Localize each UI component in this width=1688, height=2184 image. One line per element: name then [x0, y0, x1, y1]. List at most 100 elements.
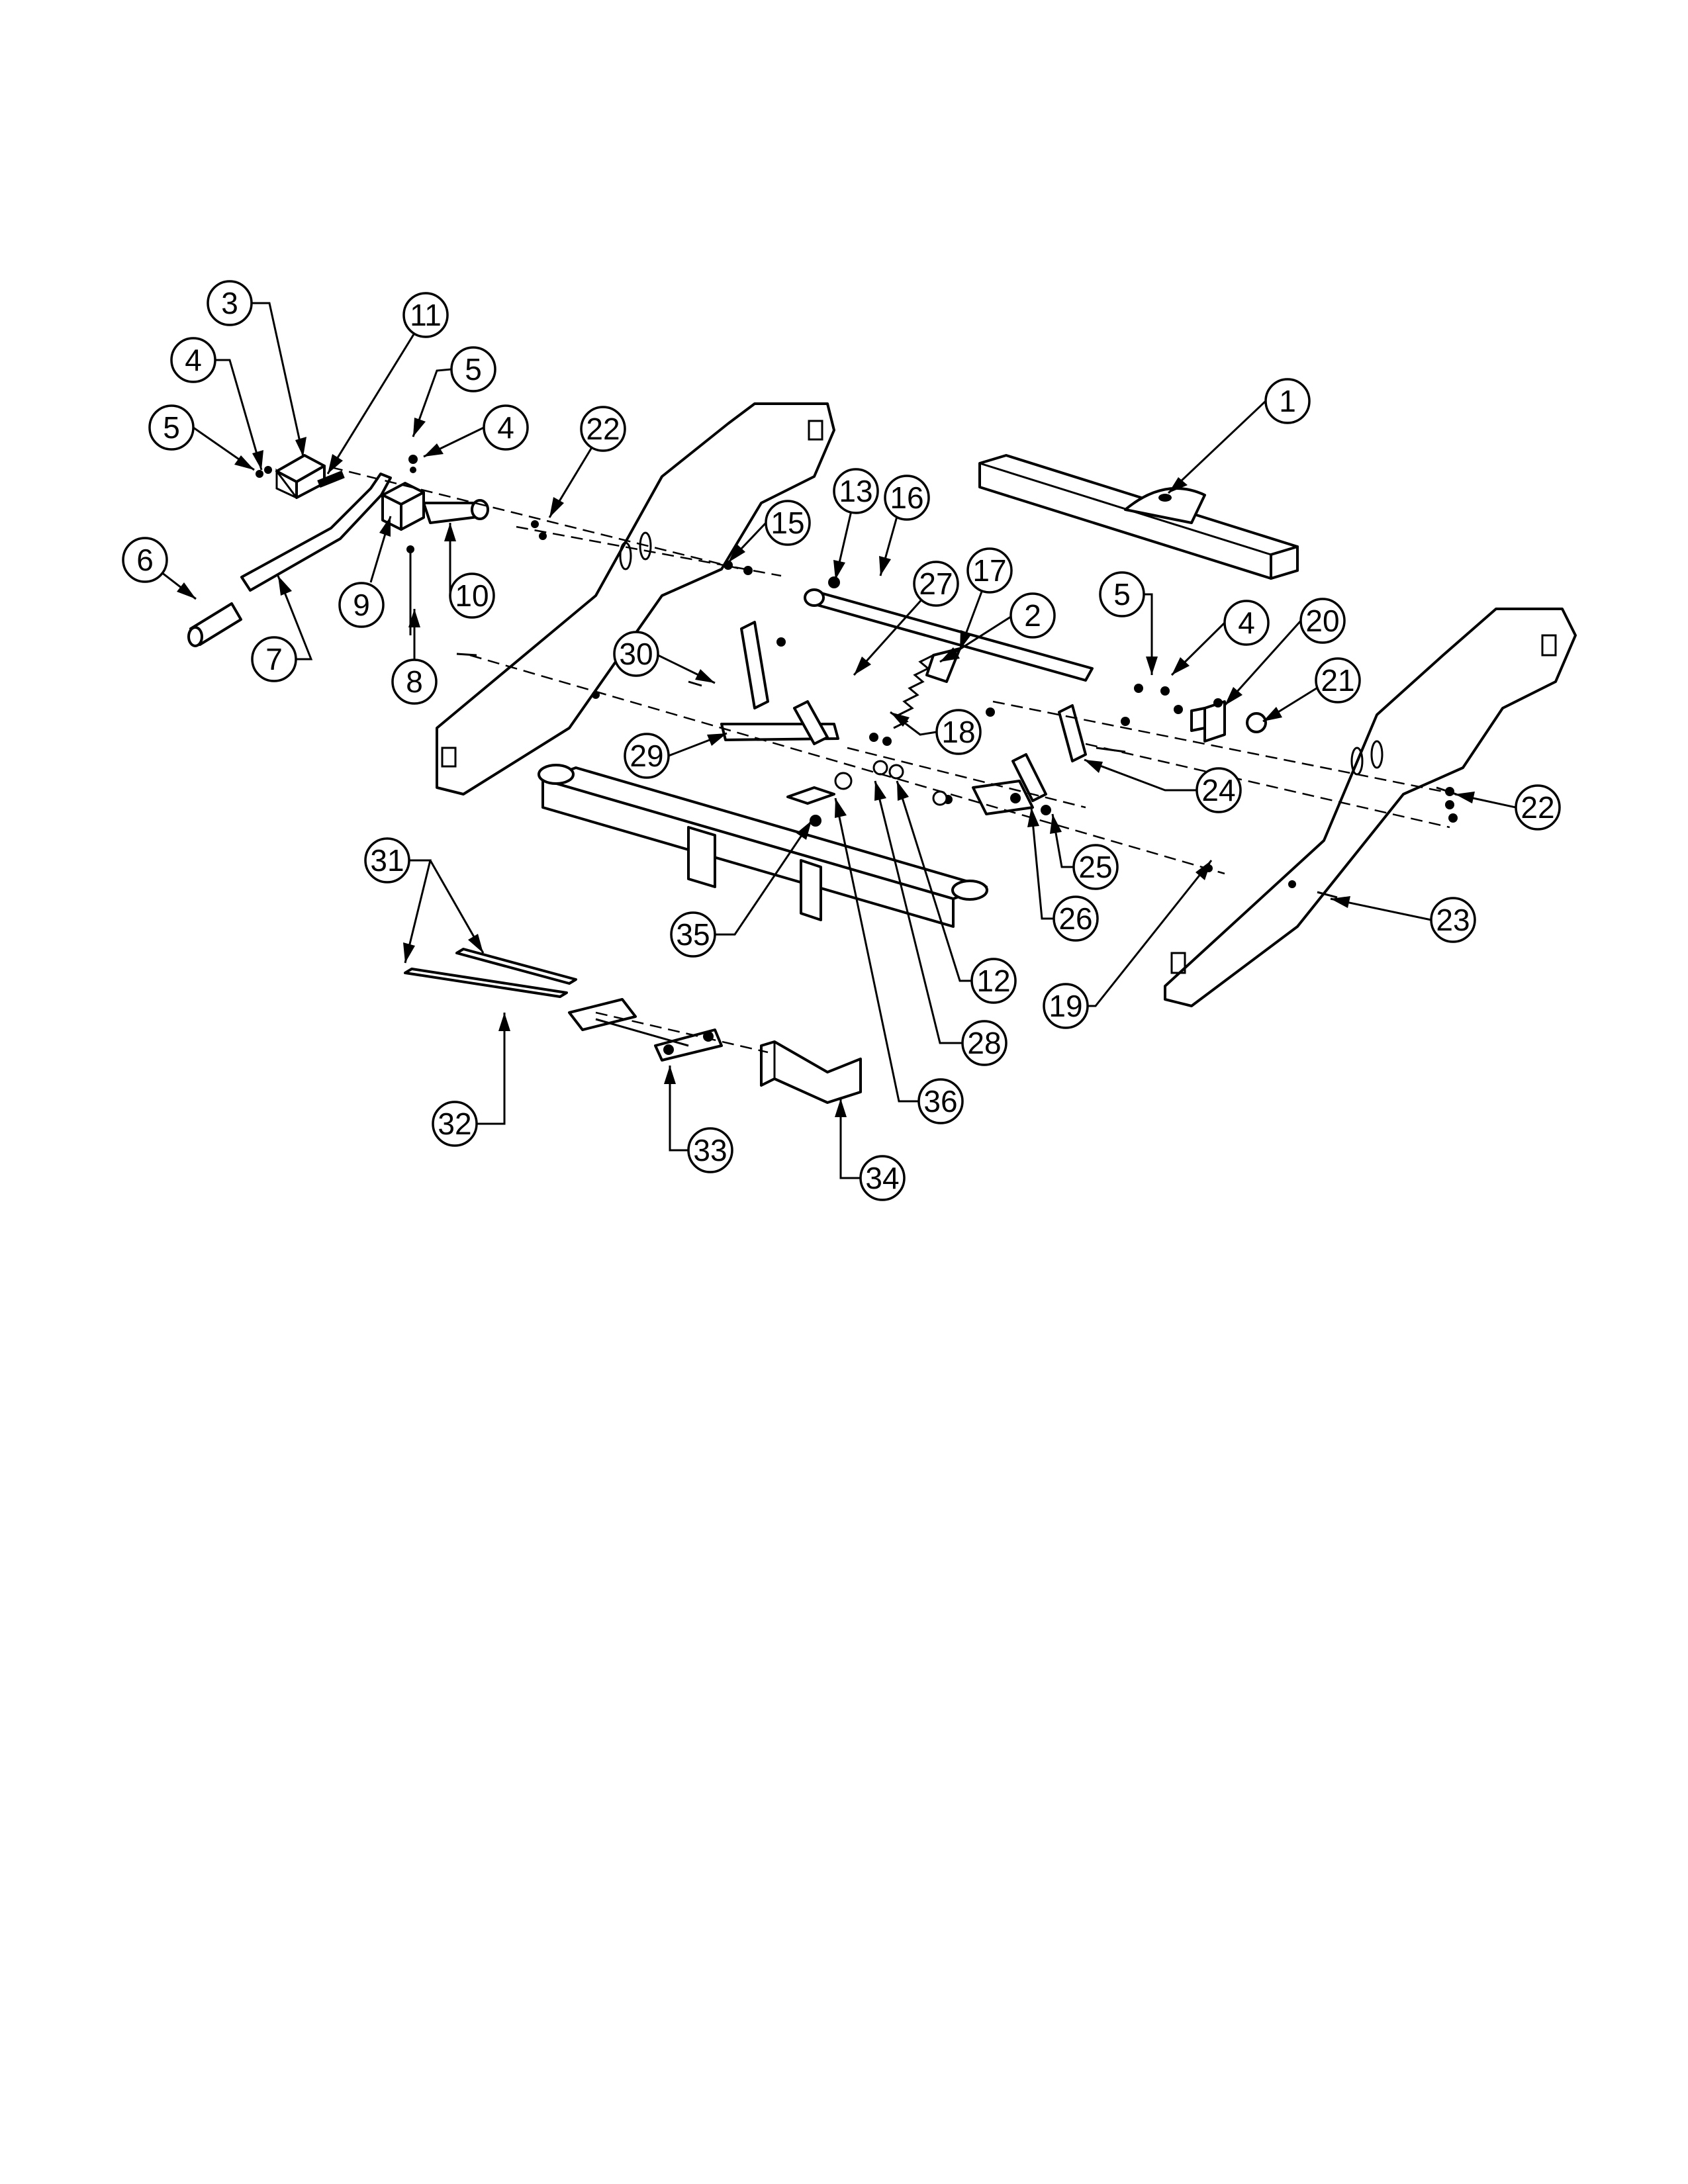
svg-text:3: 3 — [221, 286, 238, 320]
part-lower-bars — [404, 948, 577, 998]
svg-text:25: 25 — [1078, 850, 1112, 884]
svg-text:26: 26 — [1058, 901, 1092, 936]
svg-text:7: 7 — [265, 642, 283, 676]
callout-22-top: 22 — [580, 406, 626, 452]
svg-text:29: 29 — [630, 739, 663, 773]
svg-text:27: 27 — [919, 567, 953, 601]
callout-33: 33 — [687, 1127, 733, 1173]
svg-text:4: 4 — [1238, 606, 1255, 640]
callout-6: 6 — [122, 537, 168, 583]
svg-text:36: 36 — [923, 1084, 957, 1118]
callout-20: 20 — [1299, 598, 1346, 644]
svg-text:9: 9 — [353, 588, 370, 622]
callout-34: 34 — [859, 1155, 906, 1201]
svg-text:24: 24 — [1201, 773, 1235, 807]
svg-text:22: 22 — [1521, 790, 1554, 825]
callout-8: 8 — [391, 659, 438, 705]
svg-text:32: 32 — [438, 1107, 471, 1141]
callout-27: 27 — [913, 561, 959, 607]
callout-10: 10 — [449, 572, 495, 619]
part-left-side-plate — [436, 402, 835, 796]
callout-5-right: 5 — [1099, 571, 1145, 617]
svg-text:15: 15 — [771, 506, 804, 540]
callout-22-right: 22 — [1515, 784, 1561, 831]
svg-text:4: 4 — [497, 410, 514, 445]
callout-4-right: 4 — [1223, 600, 1270, 646]
part-top-cross-tube — [978, 454, 1299, 580]
callout-21: 21 — [1315, 657, 1361, 704]
callout-7: 7 — [251, 636, 297, 682]
callout-35: 35 — [670, 911, 716, 958]
svg-text:35: 35 — [676, 917, 710, 952]
svg-text:20: 20 — [1305, 604, 1339, 638]
svg-text:22: 22 — [586, 412, 620, 446]
part-bearing-plate — [1190, 700, 1267, 743]
part-arm-plates — [972, 704, 1087, 815]
assembly-centerlines — [330, 466, 1457, 1054]
callout-11: 11 — [402, 292, 449, 338]
callout-31: 31 — [364, 837, 410, 884]
part-link-arm — [720, 621, 839, 745]
part-right-side-plate — [1164, 608, 1577, 1007]
svg-text:33: 33 — [693, 1133, 727, 1167]
svg-text:30: 30 — [619, 637, 653, 671]
svg-text:31: 31 — [370, 843, 404, 878]
part-mount-plate — [568, 998, 723, 1062]
svg-text:19: 19 — [1049, 989, 1082, 1023]
callout-30: 30 — [613, 631, 659, 677]
part-handle-bracket — [275, 454, 345, 499]
part-u-bracket — [760, 1040, 862, 1104]
svg-text:13: 13 — [839, 474, 872, 508]
callout-13: 13 — [833, 468, 879, 514]
callout-12: 12 — [970, 958, 1017, 1004]
part-front-bar — [538, 764, 988, 928]
callout-balloons: 1 2 3 4 4 4 5 5 5 6 7 8 9 10 11 12 13 15… — [122, 280, 1561, 1201]
callout-4-left: 4 — [170, 337, 216, 383]
svg-text:11: 11 — [410, 298, 442, 332]
callout-2: 2 — [1009, 592, 1056, 639]
svg-text:23: 23 — [1436, 903, 1470, 937]
svg-text:28: 28 — [967, 1026, 1001, 1060]
svg-text:8: 8 — [406, 664, 423, 699]
callout-9: 9 — [338, 582, 385, 628]
callout-28: 28 — [961, 1020, 1008, 1066]
callout-25: 25 — [1072, 844, 1119, 890]
callout-3: 3 — [207, 280, 253, 326]
svg-text:34: 34 — [865, 1161, 899, 1195]
leader-lines — [155, 302, 1517, 1179]
callout-36: 36 — [917, 1078, 964, 1124]
svg-text:16: 16 — [890, 480, 923, 515]
svg-text:10: 10 — [455, 578, 489, 613]
svg-text:21: 21 — [1321, 663, 1354, 698]
svg-text:12: 12 — [976, 964, 1010, 998]
callout-19: 19 — [1043, 983, 1089, 1029]
svg-text:18: 18 — [941, 715, 975, 749]
callout-5-top: 5 — [450, 346, 496, 392]
callout-15: 15 — [765, 500, 811, 546]
callout-1: 1 — [1264, 378, 1311, 424]
svg-text:5: 5 — [465, 352, 482, 387]
callout-17: 17 — [966, 547, 1013, 594]
part-pivot-block — [381, 482, 489, 531]
svg-text:2: 2 — [1024, 598, 1041, 633]
svg-text:17: 17 — [972, 553, 1006, 588]
svg-text:5: 5 — [163, 410, 180, 445]
callout-16: 16 — [884, 475, 930, 521]
part-bolts — [409, 549, 1457, 899]
callout-26: 26 — [1053, 895, 1099, 942]
svg-text:4: 4 — [185, 343, 202, 377]
callout-18: 18 — [935, 709, 982, 755]
svg-text:1: 1 — [1279, 384, 1296, 418]
part-handle — [187, 473, 392, 647]
parts-drawing — [187, 402, 1577, 1104]
callout-32: 32 — [432, 1101, 478, 1147]
svg-text:5: 5 — [1113, 577, 1131, 612]
svg-text:6: 6 — [136, 543, 154, 577]
callout-4-top: 4 — [483, 404, 529, 451]
callout-23: 23 — [1430, 897, 1476, 943]
part-center-pivot-tube — [804, 588, 1094, 682]
callout-5-left: 5 — [148, 404, 195, 451]
callout-29: 29 — [624, 733, 670, 779]
callout-24: 24 — [1196, 767, 1242, 813]
